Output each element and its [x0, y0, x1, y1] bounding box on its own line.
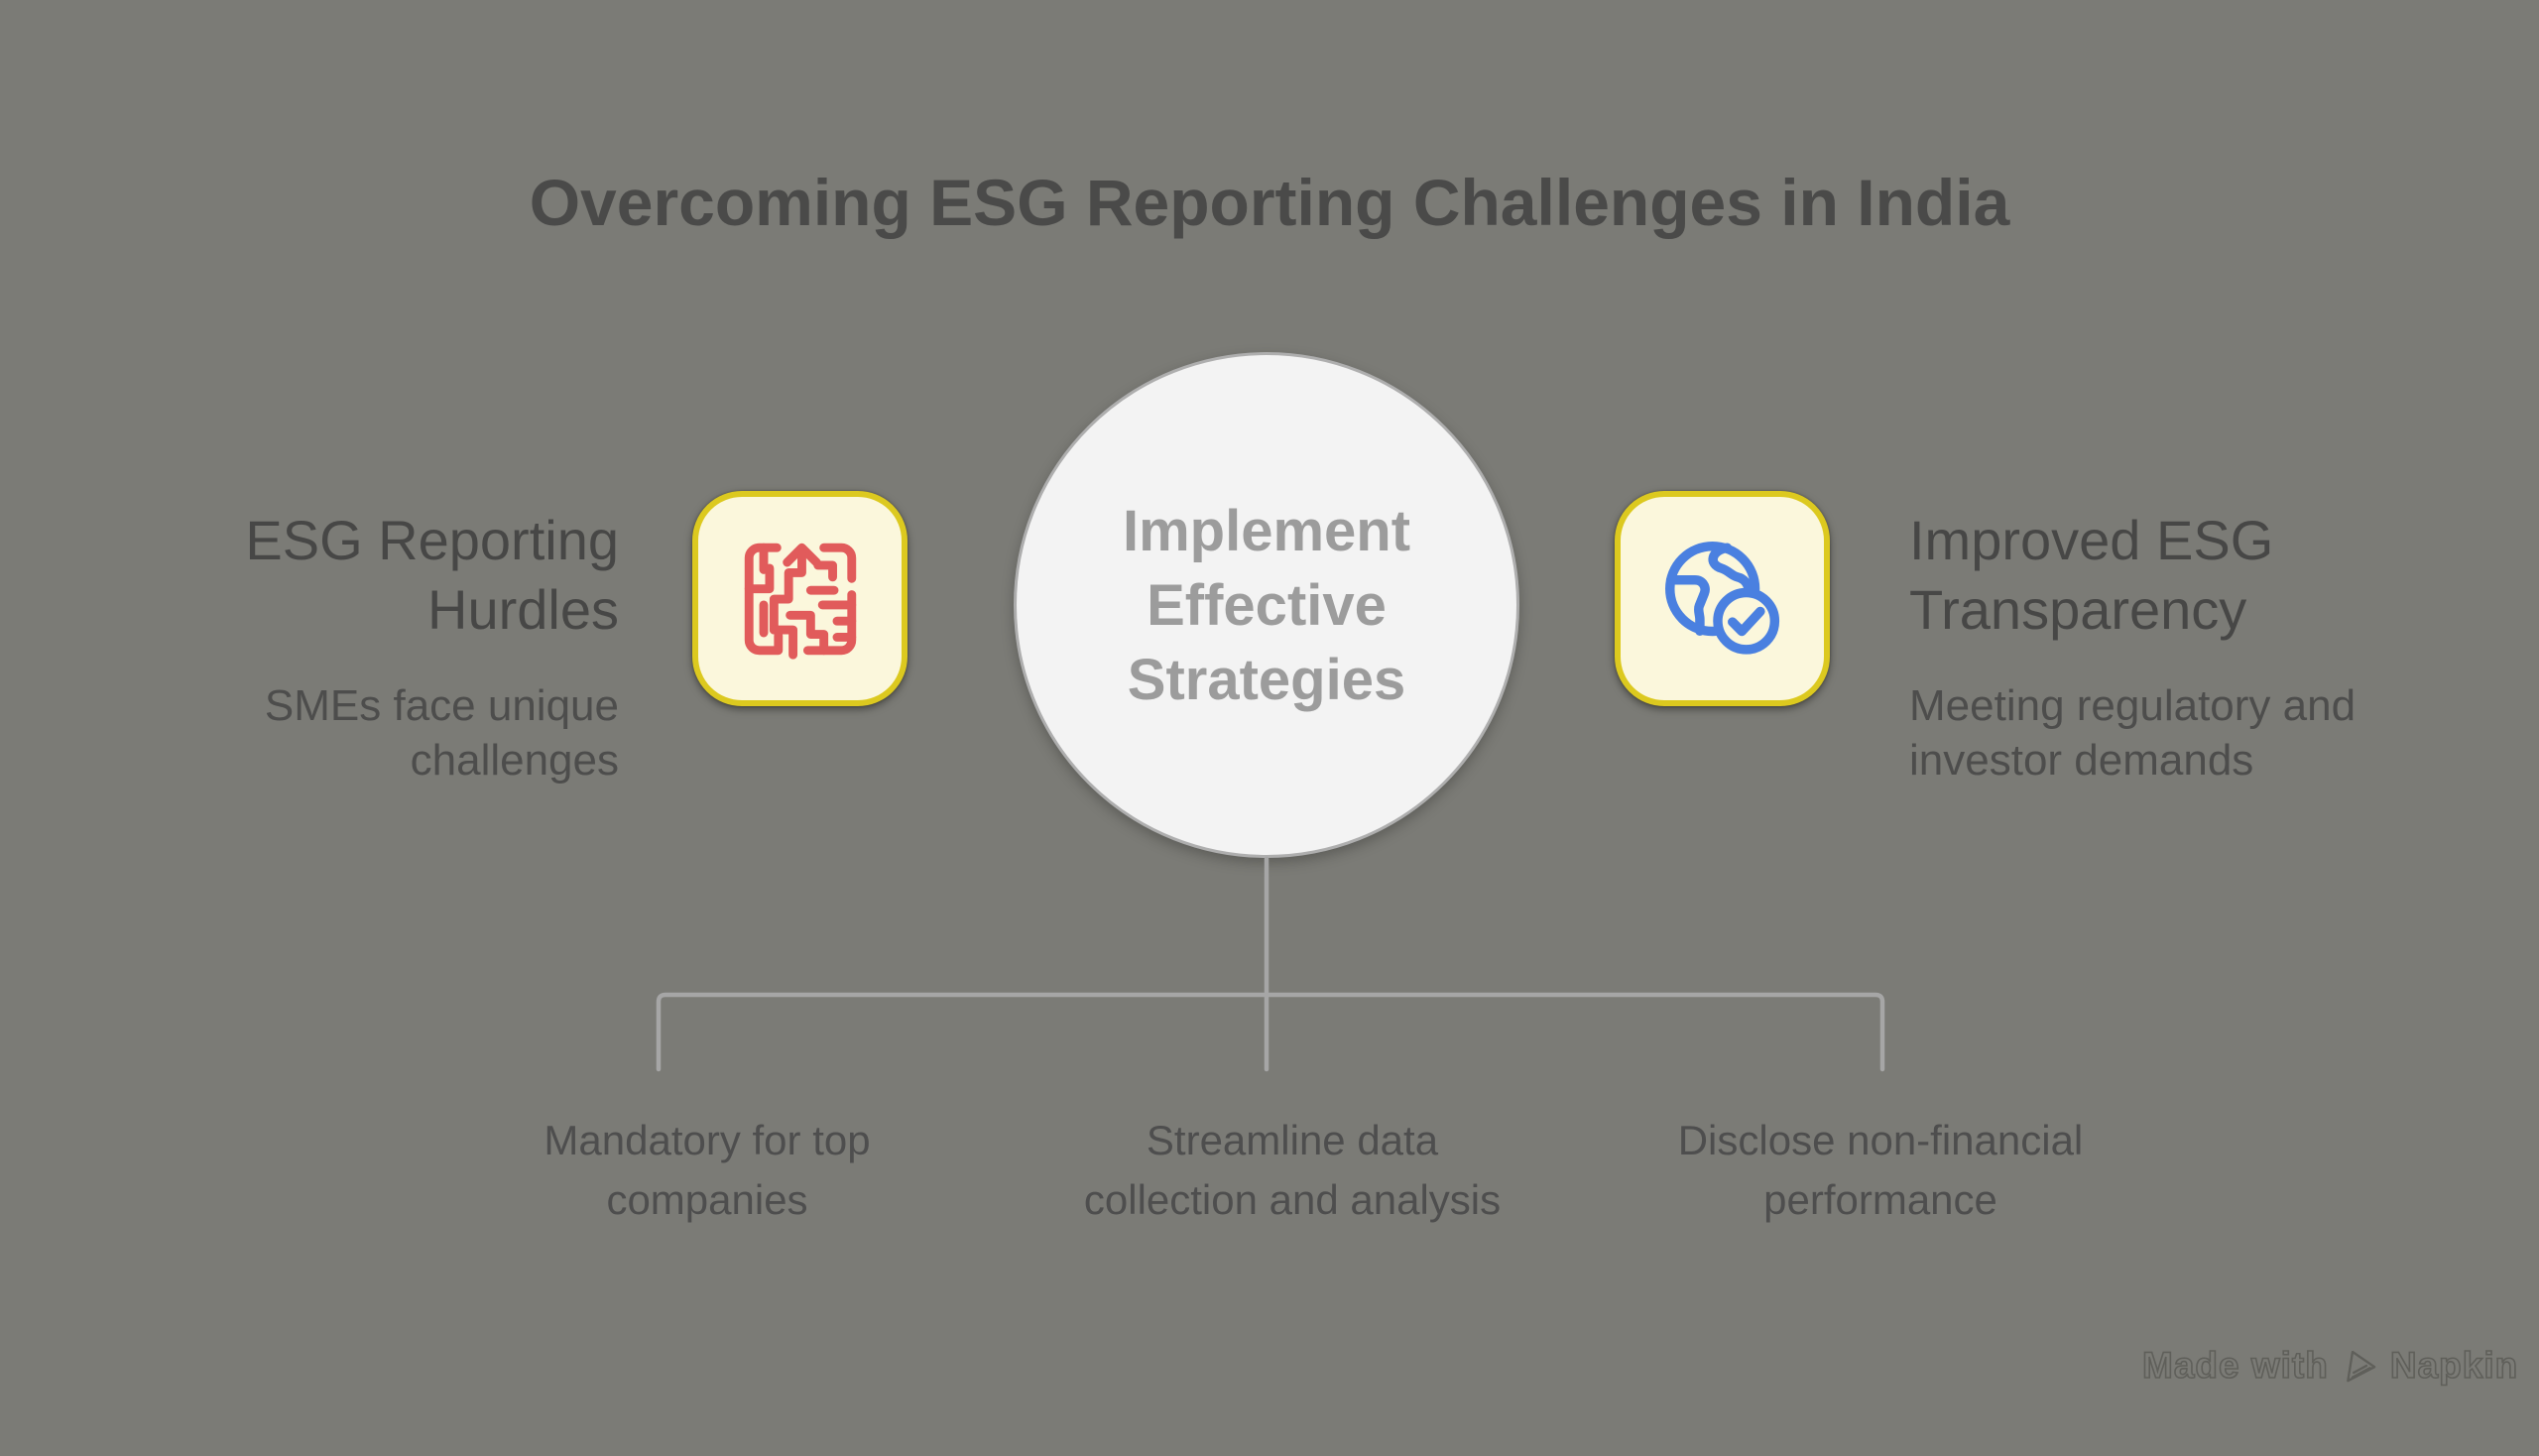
watermark-made-with-text: Made with — [2141, 1344, 2329, 1387]
left-subtitle: SMEs face unique challenges — [264, 681, 619, 785]
right-icon-tile — [1615, 491, 1830, 706]
bottom-label-disclose: Disclose non-financial performance — [1677, 1117, 2084, 1223]
maze-arrow-icon — [744, 543, 856, 660]
left-icon-tile — [692, 491, 907, 706]
central-strategy-circle: Implement Effective Strategies — [1014, 352, 1519, 858]
globe-check-icon — [1664, 541, 1779, 655]
left-text-block: ESG Reporting Hurdles SMEs face unique c… — [192, 506, 619, 788]
central-circle-label: Implement Effective Strategies — [1122, 498, 1411, 712]
right-subtitle: Meeting regulatory and investor demands — [1909, 681, 2357, 785]
made-with-napkin-watermark[interactable]: Made with Napkin — [2141, 1344, 2519, 1387]
bottom-label-streamline: Streamline data collection and analysis — [1083, 1117, 1502, 1223]
right-text-block: Improved ESG Transparency Meeting regula… — [1909, 506, 2425, 788]
napkin-logo-icon — [2347, 1350, 2376, 1383]
left-heading: ESG Reporting Hurdles — [245, 509, 619, 641]
bottom-label-mandatory: Mandatory for top companies — [544, 1117, 871, 1223]
watermark-brand-text: Napkin — [2389, 1344, 2519, 1387]
right-heading: Improved ESG Transparency — [1909, 509, 2274, 641]
page-title: Overcoming ESG Reporting Challenges in I… — [529, 166, 2010, 239]
